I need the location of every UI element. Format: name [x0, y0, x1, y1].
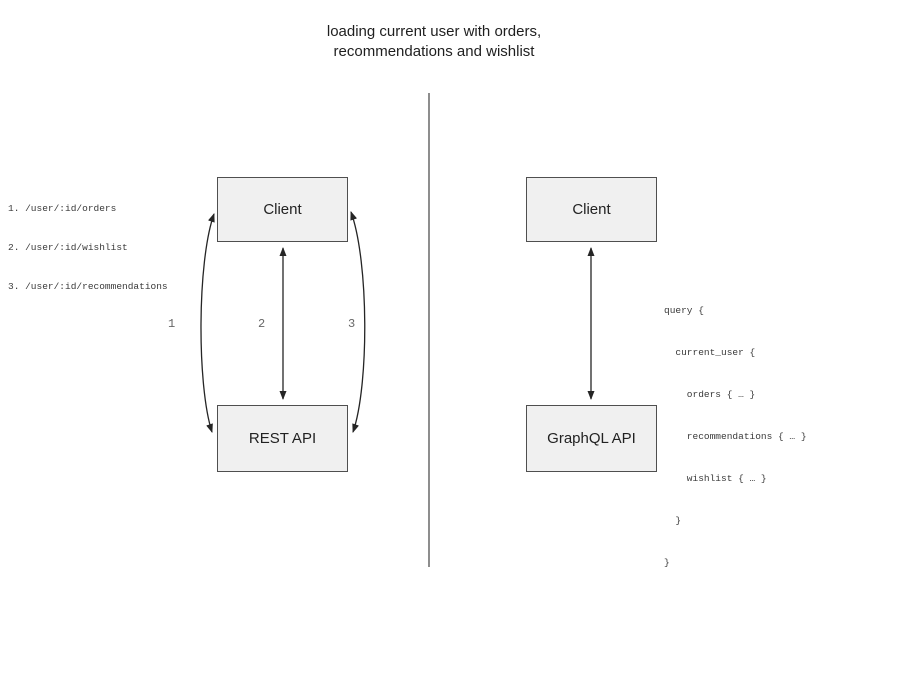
- arrow-label-2: 2: [258, 317, 266, 331]
- rest-endpoints-list: 1. /user/:id/orders 2. /user/:id/wishlis…: [8, 176, 168, 319]
- query-line: }: [664, 515, 682, 526]
- query-line: wishlist { … }: [664, 473, 767, 484]
- arrow-label-3: 3: [348, 317, 356, 331]
- rest-request-3-arrow: [350, 211, 366, 433]
- rest-client-label: Client: [263, 201, 302, 218]
- graphql-client-box: Client: [526, 177, 657, 242]
- title-line-1: loading current user with orders,: [326, 23, 542, 40]
- rest-client-box: Client: [217, 177, 348, 242]
- endpoint-recommendations: 3. /user/:id/recommendations: [8, 281, 168, 292]
- diagram-title: loading current user with orders, recomm…: [0, 22, 868, 62]
- rest-api-label: REST API: [248, 430, 317, 447]
- graphql-client-label: Client: [572, 201, 611, 218]
- arrow-label-1: 1: [168, 317, 176, 331]
- endpoint-orders: 1. /user/:id/orders: [8, 203, 117, 214]
- query-line: recommendations { … }: [664, 431, 807, 442]
- query-line: query {: [664, 305, 704, 316]
- endpoint-wishlist: 2. /user/:id/wishlist: [8, 242, 128, 253]
- query-line: }: [664, 557, 670, 568]
- graphql-api-label: GraphQL API: [547, 430, 636, 447]
- rest-request-1-arrow: [200, 213, 215, 433]
- title-line-2: recommendations and wishlist: [333, 43, 535, 60]
- query-line: orders { … }: [664, 389, 756, 400]
- graphql-query-code: query { current_user { orders { … } reco…: [664, 276, 807, 598]
- graphql-api-box: GraphQL API: [526, 405, 657, 472]
- query-line: current_user {: [664, 347, 756, 358]
- rest-api-box: REST API: [217, 405, 348, 472]
